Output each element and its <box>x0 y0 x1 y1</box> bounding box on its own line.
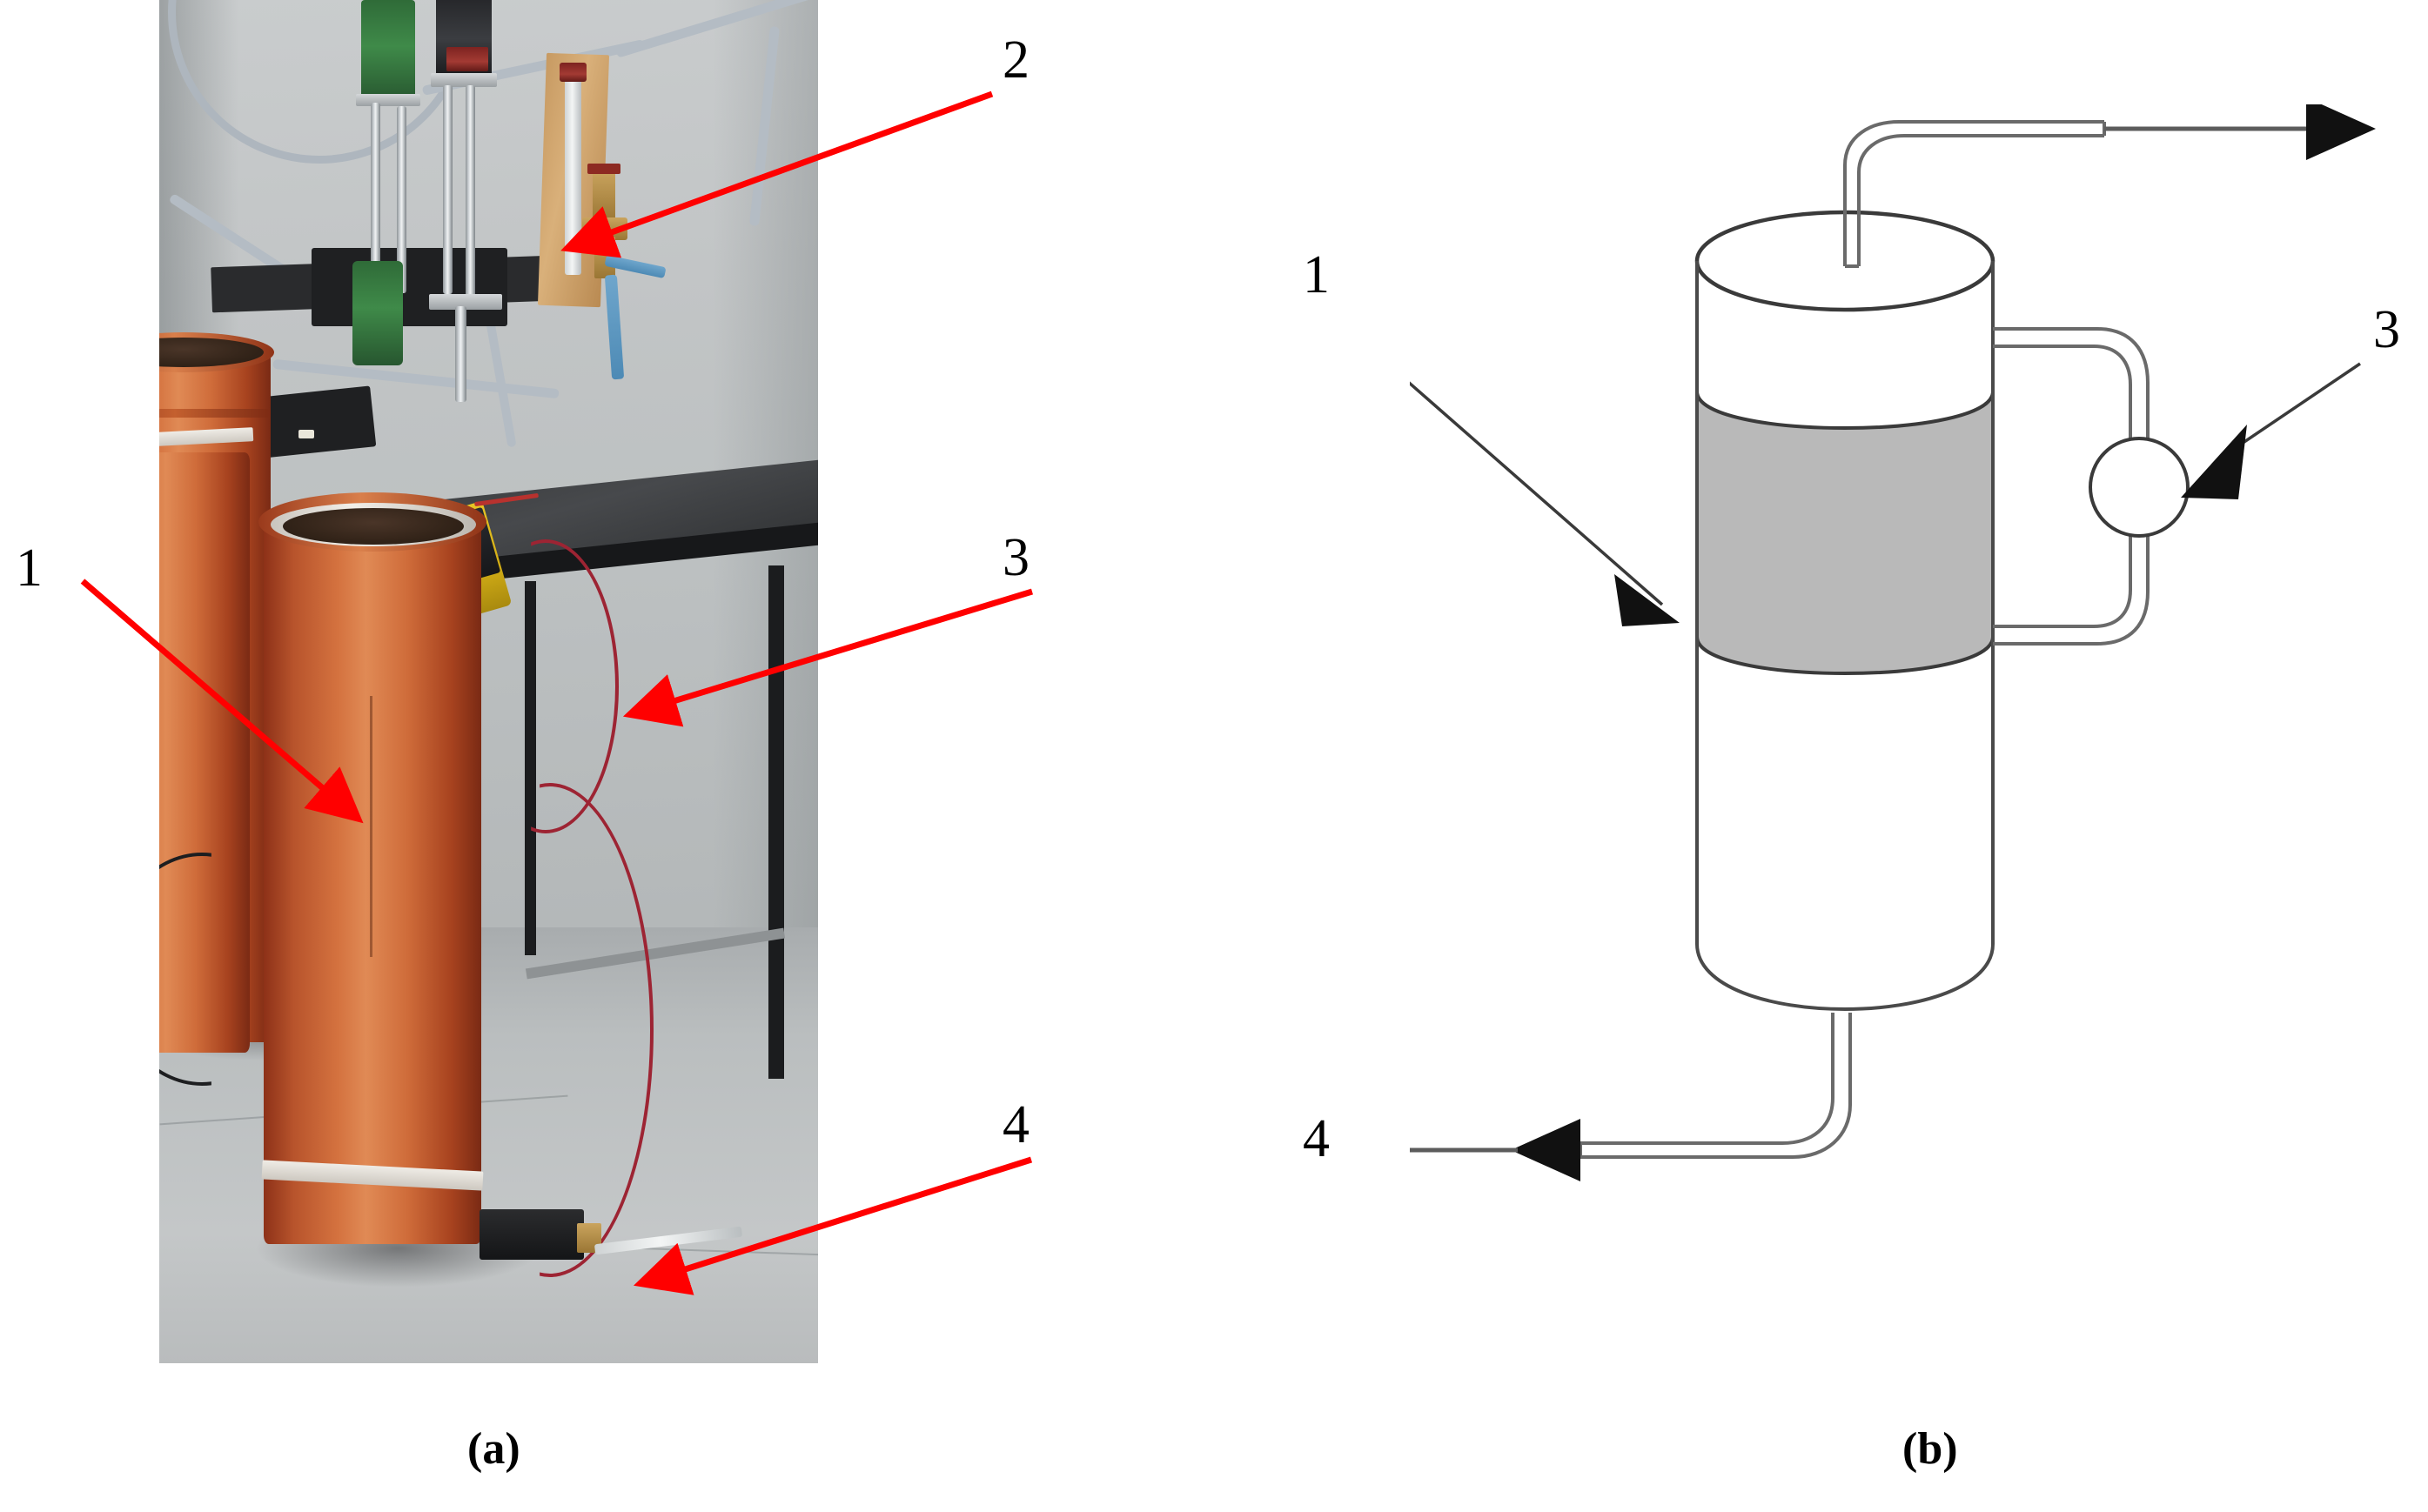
inlet-flow-arrow-head <box>1511 1119 1580 1181</box>
rotameter-tube-2b <box>466 85 475 301</box>
outlet-flow-arrow-head <box>2306 104 2376 160</box>
schematic-drawing <box>1410 104 2376 1181</box>
callout-arrowhead-1-schematic <box>1614 574 1680 626</box>
inlet-pipe-outer <box>1580 1013 1834 1145</box>
callout-label-2-photo: 2 <box>1003 30 1030 90</box>
soil-column-main <box>264 522 481 1244</box>
inlet-pipe-inner <box>1580 1013 1852 1159</box>
callout-line-1-schematic <box>1410 381 1664 606</box>
rotameter-indicator-red <box>446 47 488 71</box>
control-box-lamp <box>298 430 314 438</box>
soil-column-main-seam <box>370 696 372 957</box>
panel-a-caption: (a) <box>467 1424 520 1474</box>
packed-bed-bottom-arc <box>1695 636 1995 675</box>
rotameter-downpipe <box>455 306 466 402</box>
callout-label-1-photo: 1 <box>16 539 43 598</box>
gas-supply-unit <box>480 1209 584 1260</box>
manometer-top-fitting <box>560 63 587 82</box>
panel-a-photograph <box>159 0 818 1363</box>
callout-label-1-schematic: 1 <box>1303 245 1330 304</box>
instrument-mount-bracket <box>312 248 507 326</box>
black-cable-loop <box>159 853 211 1086</box>
callout-label-3-schematic: 3 <box>2373 300 2400 359</box>
packed-bed-top-arc <box>1695 391 1995 430</box>
control-box <box>257 385 377 458</box>
sampling-port-gauge <box>2089 437 2190 538</box>
callout-label-3-photo: 3 <box>1003 528 1030 587</box>
rotameter-valve-green-2 <box>352 261 403 365</box>
brass-fitting-1 <box>593 170 615 222</box>
rotameter-tube-1 <box>371 103 380 285</box>
callout-line-3-schematic <box>2230 362 2361 452</box>
panel-b-caption: (b) <box>1902 1424 1958 1474</box>
red-valve-handle <box>587 164 620 174</box>
outlet-pipe-outer <box>1843 120 2104 266</box>
panel-b-schematic <box>1410 104 2428 1340</box>
rotameter-tube-1b <box>397 106 406 293</box>
manometer-tube <box>565 75 581 275</box>
callout-label-4-schematic: 4 <box>1303 1109 1330 1168</box>
rotameter-tube-2 <box>443 85 453 294</box>
soil-column-left-band <box>159 409 271 418</box>
soil-column-main-packing <box>283 508 464 545</box>
outlet-pipe-inner <box>1857 134 2104 266</box>
rotameter-collar-1 <box>356 94 420 106</box>
callout-arrowhead-3-schematic <box>2181 425 2247 499</box>
photo-scene <box>159 0 818 1363</box>
bench-leg-right <box>768 565 784 1079</box>
rotameter-collar-2 <box>431 73 497 87</box>
callout-label-4-photo: 4 <box>1003 1095 1030 1154</box>
rotameter-valve-green-1 <box>361 0 415 103</box>
packed-bed-fill <box>1697 391 1993 673</box>
rotameter-base-2 <box>429 294 502 310</box>
